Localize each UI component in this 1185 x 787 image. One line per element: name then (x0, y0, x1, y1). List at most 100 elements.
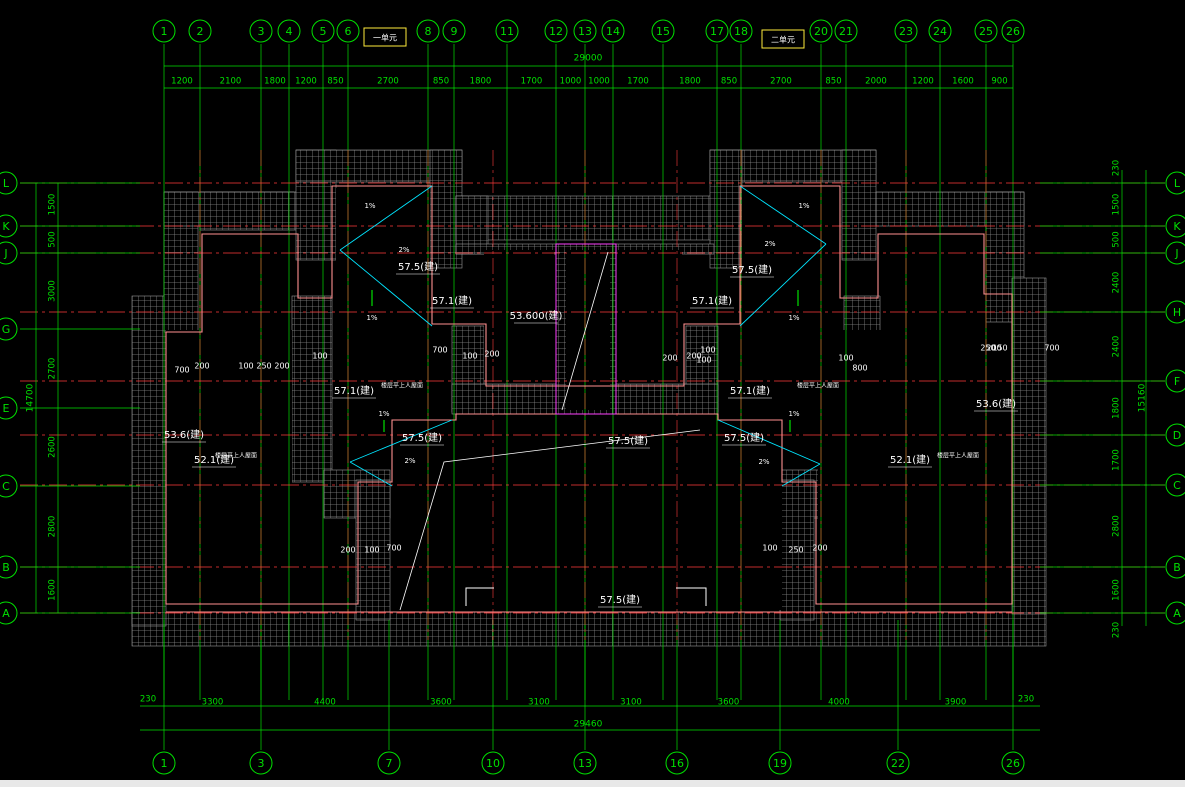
detail-dimension-18: 100 (838, 354, 853, 363)
bottom-dimension-6: 3100 (620, 698, 642, 708)
axis-top-24-18: 24 (933, 25, 947, 38)
axis-top-13-10: 13 (578, 25, 592, 38)
detail-dimension-13: 200 (812, 544, 827, 553)
slope-label-5: 2% (764, 240, 775, 248)
axis-right-F: F (1174, 375, 1180, 388)
roof-note-4: 楼层平上人屋面 (937, 452, 979, 460)
left-dimension-1: 1500 (48, 194, 58, 216)
drain-slope-line-3 (349, 461, 393, 487)
top-dimension-16: 850 (825, 77, 841, 87)
axis-top-21-16: 21 (839, 25, 853, 38)
axis-top-6-5-circle (336, 19, 360, 43)
axis-left-A: A (2, 607, 10, 620)
bottom-dimension-4: 3600 (430, 698, 452, 708)
axis-top-20-15-circle (809, 19, 833, 43)
axis-top-8-6-circle (416, 19, 440, 43)
axis-top-12-9-circle (544, 19, 568, 43)
axis-top-25-19-circle (974, 19, 998, 43)
elevation-label-5: 53.600(建) (510, 309, 563, 322)
axis-top-14-11: 14 (606, 25, 620, 38)
axis-top-20-15: 20 (814, 25, 828, 38)
detail-dimension-2: 250 (256, 362, 271, 371)
detail-dimension-22: 700 (1044, 344, 1059, 353)
open-roof-area-2 (392, 420, 782, 610)
axis-bottom-13-4-circle (573, 751, 597, 775)
right-dimension-2: 1500 (1112, 194, 1122, 216)
axis-left-C: C (2, 480, 10, 493)
top-dimension-20: 900 (991, 77, 1007, 87)
top-dimension-12: 1700 (627, 77, 649, 87)
hatch-band-23 (355, 479, 391, 621)
elevation-label-2: 57.5(建) (732, 263, 772, 276)
status-strip (0, 780, 1185, 787)
left-dimension-7: 1600 (48, 579, 58, 601)
axis-left-B: B (2, 561, 10, 574)
top-dimension-7: 850 (433, 77, 449, 87)
slope-label-3: 1% (366, 314, 377, 322)
hatch-band-16 (1011, 277, 1047, 615)
axis-top-18-14: 18 (734, 25, 748, 38)
axis-top-3-2: 3 (258, 25, 265, 38)
left-dimension-3: 3000 (48, 280, 58, 302)
grid-lines (20, 44, 1165, 750)
hatch-opening-left (465, 587, 494, 606)
axis-right-A: A (1173, 607, 1181, 620)
axis-left-G: G (2, 323, 11, 336)
axis-left-J: J (3, 247, 7, 260)
roof-note-3: 楼层平上人屋面 (215, 452, 257, 460)
axis-top-2-1: 2 (197, 25, 204, 38)
axis-bottom-13-4: 13 (578, 757, 592, 770)
axis-right-C-circle (1165, 473, 1185, 497)
hatch-band-1 (131, 295, 167, 627)
top-dimension-8: 1800 (470, 77, 492, 87)
axis-top-6-5: 6 (345, 25, 352, 38)
axis-top-14-11-circle (601, 19, 625, 43)
axis-top-15-12: 15 (656, 25, 670, 38)
hatch-band-13 (841, 149, 877, 261)
bottom-dimension-1: 230 (140, 695, 156, 705)
right-dimension-3: 500 (1112, 231, 1122, 247)
top-dimension-9: 1700 (521, 77, 543, 87)
axis-left-G-circle (0, 317, 18, 341)
axis-bottom-16-5-circle (665, 751, 689, 775)
axis-left-K: K (2, 220, 10, 233)
unit-tag-box-1 (363, 27, 407, 47)
bottom-dimension-10: 230 (1018, 695, 1034, 705)
axis-bottom-19-6-circle (768, 751, 792, 775)
drain-slope-line-5 (739, 243, 827, 327)
axis-top-9-7-circle (442, 19, 466, 43)
right-dimension-4: 2400 (1112, 272, 1122, 294)
slope-label-6: 2% (758, 458, 769, 466)
detail-dimension-17: 800 (852, 364, 867, 373)
axis-bottom-22-7-circle (886, 751, 910, 775)
detail-dimension-9: 700 (432, 346, 447, 355)
detail-dimension-19: 100 (696, 356, 711, 365)
top-dimension-2: 2100 (220, 77, 242, 87)
axis-top-26-20: 26 (1006, 25, 1020, 38)
axis-top-15-12-circle (651, 19, 675, 43)
slope-label-7: 1% (788, 314, 799, 322)
bottom-overall-dimension: 29460 (574, 720, 603, 730)
elevation-label-13: 57.5(建) (724, 431, 764, 444)
left-dimension-4: 2700 (48, 358, 58, 380)
top-overall-dimension: 29000 (574, 54, 603, 64)
axis-bottom-3-1-circle (249, 751, 273, 775)
axis-right-D-circle (1165, 423, 1185, 447)
axis-bottom-16-5: 16 (670, 757, 684, 770)
right-dimension-9: 1600 (1112, 579, 1122, 601)
top-dimension-1: 1200 (171, 77, 193, 87)
elevation-label-3: 57.1(建) (432, 294, 472, 307)
detail-dimension-25: 250 (980, 344, 995, 353)
axis-left-L-circle (0, 171, 18, 195)
axis-top-2-1-circle (188, 19, 212, 43)
detail-dimension-6: 700 (174, 366, 189, 375)
axis-right-L: L (1174, 177, 1181, 190)
slope-label-4: 1% (378, 410, 389, 418)
axis-top-13-10-circle (573, 19, 597, 43)
right-dimension-6: 1800 (1112, 397, 1122, 419)
detail-dimension-16: 200 (686, 352, 701, 361)
left-dimension-2: 500 (48, 231, 58, 247)
